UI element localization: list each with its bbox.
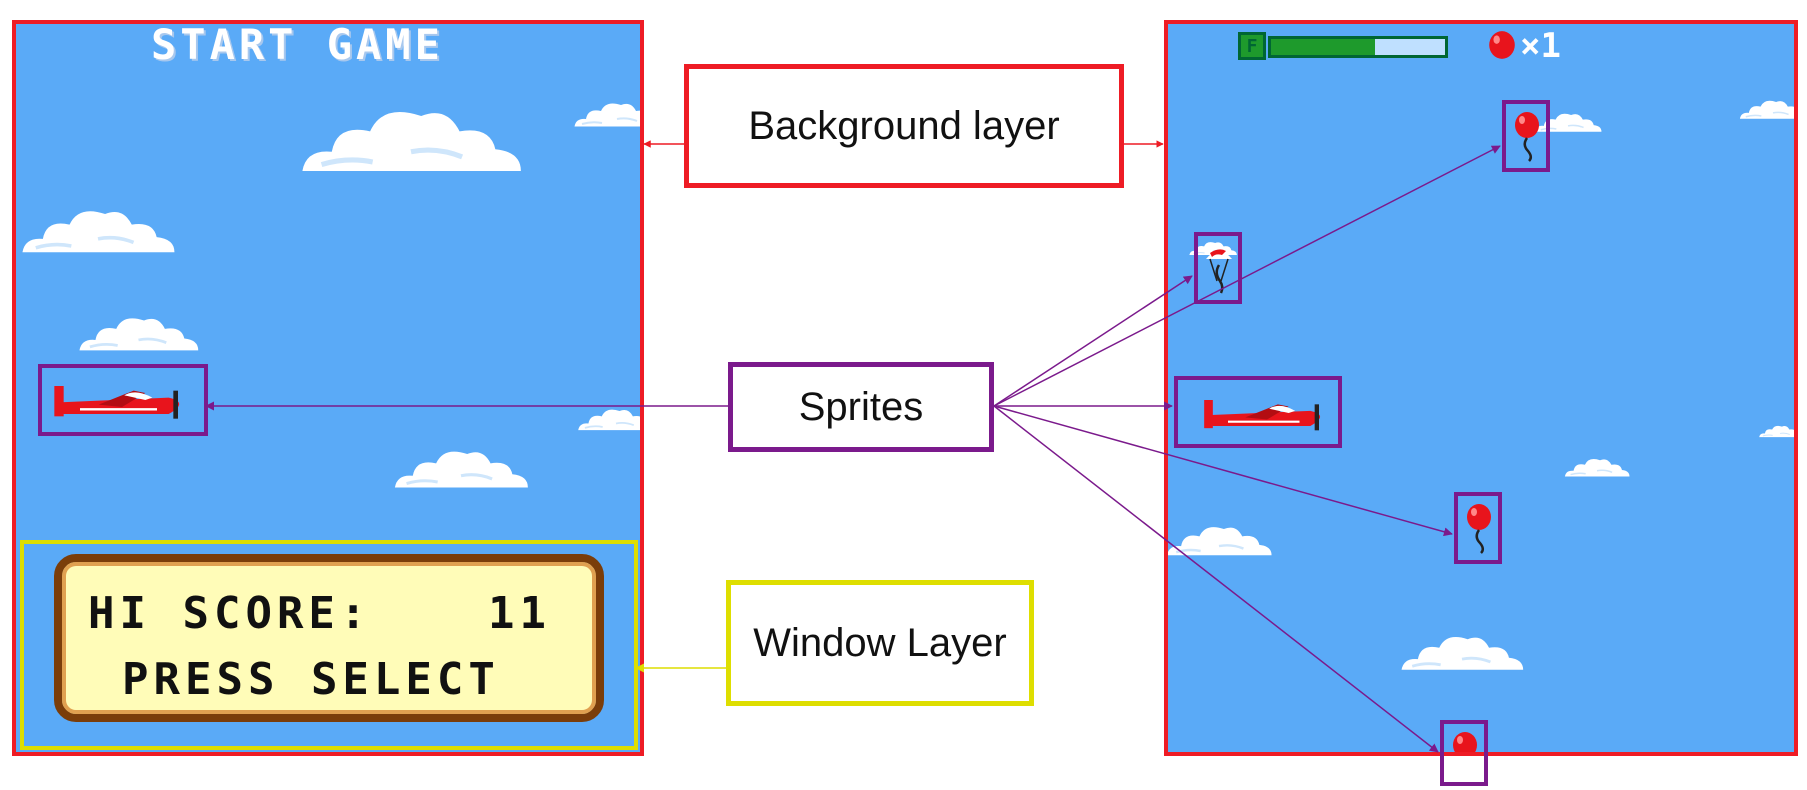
sprites-callout: Sprites [728,362,994,452]
cloud-icon [76,308,201,358]
fuel-letter-badge: F [1238,32,1266,60]
cloud-icon [391,438,531,498]
fuel-bar [1268,36,1448,58]
fuel-letter: F [1246,35,1258,57]
parachute-sprite-box [1194,232,1242,304]
arrow-sprite-parachute [993,275,1193,407]
balloon-multiplier: ×1 [1520,26,1561,66]
right-game-screen: F ×1 [1164,20,1798,756]
cloud-icon [1164,520,1274,560]
balloon-sprite-box-3-overflow [1440,752,1488,786]
cloud-icon [18,200,178,260]
background-layer-callout: Background layer [684,64,1124,188]
parachute-icon [1204,238,1234,298]
balloon-icon [1489,31,1515,59]
window-layer-frame: HI SCORE: 11 PRESS SELECT [20,540,638,750]
plane-sprite-box [38,364,208,436]
hi-score-window: HI SCORE: 11 PRESS SELECT [54,554,604,722]
window-layer-callout: Window Layer [726,580,1034,706]
fuel-bar-fill [1271,39,1376,55]
window-layer-label: Window Layer [753,620,1007,665]
press-select-prompt[interactable]: PRESS SELECT [122,654,500,705]
left-game-screen: START GAME HI SCORE: 11 PRESS SELECT [12,20,644,756]
plane-icon [52,376,192,424]
balloon-sprite-box-1 [1502,100,1550,172]
cloud-icon [576,384,644,454]
hi-score-value: 11 [488,588,551,639]
plane-sprite-box [1174,376,1342,448]
balloon-icon [1464,498,1494,558]
cloud-icon [572,90,644,138]
background-layer-label: Background layer [748,103,1060,148]
cloud-icon [1398,624,1526,680]
cloud-icon [1738,84,1798,134]
cloud-icon [1563,452,1631,482]
hi-score-label: HI SCORE: [88,588,372,639]
start-game-title[interactable]: START GAME [151,20,444,69]
balloon-icon [1512,106,1542,166]
balloon-sprite-box-2 [1454,492,1502,564]
plane-icon [1202,390,1332,436]
fuel-gauge-icon: F [1238,32,1448,62]
balloon-sprite-box-3 [1440,720,1488,752]
cloud-icon [1758,416,1798,446]
cloud-icon [296,94,526,184]
sprites-label: Sprites [798,384,924,429]
